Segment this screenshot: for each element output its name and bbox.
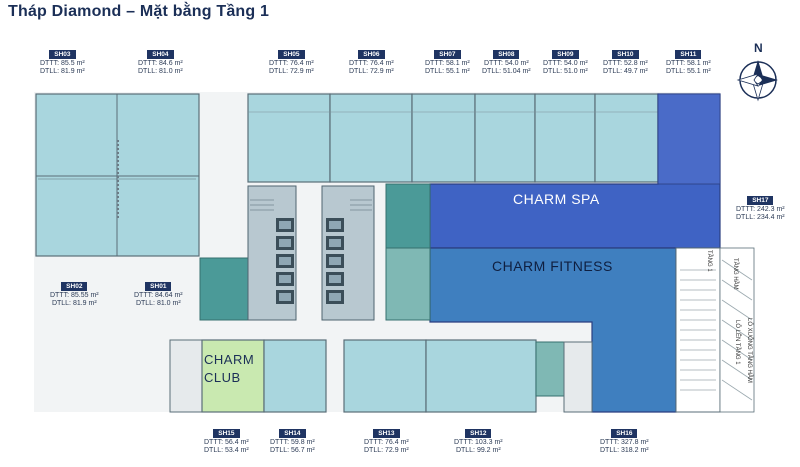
unit-label-sh17: SH17 DTTT: 242.3 m² DTLL: 234.4 m² (736, 196, 785, 221)
ramp-label-floor1: TẦNG 1 (706, 250, 712, 272)
unit-label-sh12: SH12 DTTT: 103.3 m² DTLL: 99.2 m² (454, 429, 503, 454)
core-area (247, 185, 375, 321)
charm-club-label-line2: CLUB (204, 370, 241, 385)
charm-fitness-label: CHARM FITNESS (492, 258, 613, 274)
charm-club-label-line1: CHARM (204, 352, 255, 367)
lobby-room (199, 257, 249, 321)
unit-sh09 (534, 93, 596, 183)
unit-label-sh08: SH08 DTTT: 54.0 m² DTLL: 51.04 m² (482, 50, 531, 75)
unit-label-sh05: SH05 DTTT: 76.4 m² DTLL: 72.9 m² (269, 50, 314, 75)
unit-label-sh09: SH09 DTTT: 54.0 m² DTLL: 51.0 m² (543, 50, 588, 75)
unit-label-sh13: SH13 DTTT: 76.4 m² DTLL: 72.9 m² (364, 429, 409, 454)
bottom-row-shops (169, 339, 593, 413)
unit-label-sh01: SH01 DTTT: 84.64 m² DTLL: 81.0 m² (134, 282, 183, 307)
page-title: Tháp Diamond – Mặt bằng Tầng 1 (8, 3, 270, 20)
compass-letter: N (754, 41, 764, 55)
unit-label-sh03: SH03 DTTT: 85.5 m² DTLL: 81.9 m² (40, 50, 85, 75)
unit-label-sh16: SH16 DTTT: 327.8 m² DTLL: 318.2 m² (600, 429, 649, 454)
service-room-1 (385, 183, 431, 249)
ramp-label-up: LÔ LÊN TẦNG 1 (734, 320, 740, 365)
top-row-shops (247, 93, 659, 183)
service-room-2 (385, 247, 431, 321)
unit-label-sh10: SH10 DTTT: 52.8 m² DTLL: 49.7 m² (603, 50, 648, 75)
unit-label-sh06: SH06 DTTT: 76.4 m² DTLL: 72.9 m² (349, 50, 394, 75)
service-room-3 (535, 341, 565, 397)
ramp-area (675, 247, 755, 413)
unit-sh14 (263, 339, 327, 413)
ramp-label-down: LÔ XUỐNG TẦNG HẦM (746, 318, 752, 383)
charm-spa-label: CHARM SPA (513, 191, 600, 207)
unit-sh06 (329, 93, 413, 183)
unit-sh05 (247, 93, 331, 183)
unit-label-sh11: SH11 DTTT: 58.1 m² DTLL: 55.1 m² (666, 50, 711, 75)
stair-bottom-left (169, 339, 203, 413)
unit-label-sh15: SH15 DTTT: 56.4 m² DTLL: 53.4 m² (204, 429, 249, 454)
unit-sh13 (343, 339, 427, 413)
unit-sh12 (425, 339, 537, 413)
unit-sh07 (411, 93, 476, 183)
unit-sh11 (657, 93, 721, 185)
unit-sh08 (474, 93, 536, 183)
unit-label-sh14: SH14 DTTT: 59.8 m² DTLL: 56.7 m² (270, 429, 315, 454)
ramp-label-basement: TẦNG HẦM (732, 258, 738, 290)
unit-label-sh07: SH07 DTTT: 58.1 m² DTLL: 55.1 m² (425, 50, 470, 75)
unit-label-sh04: SH04 DTTT: 84.6 m² DTLL: 81.0 m² (138, 50, 183, 75)
stair-bottom-right (563, 341, 593, 413)
unit-label-sh02: SH02 DTTT: 85.55 m² DTLL: 81.9 m² (50, 282, 99, 307)
unit-sh10 (594, 93, 659, 183)
compass-icon (736, 60, 778, 102)
block-west (35, 93, 200, 257)
